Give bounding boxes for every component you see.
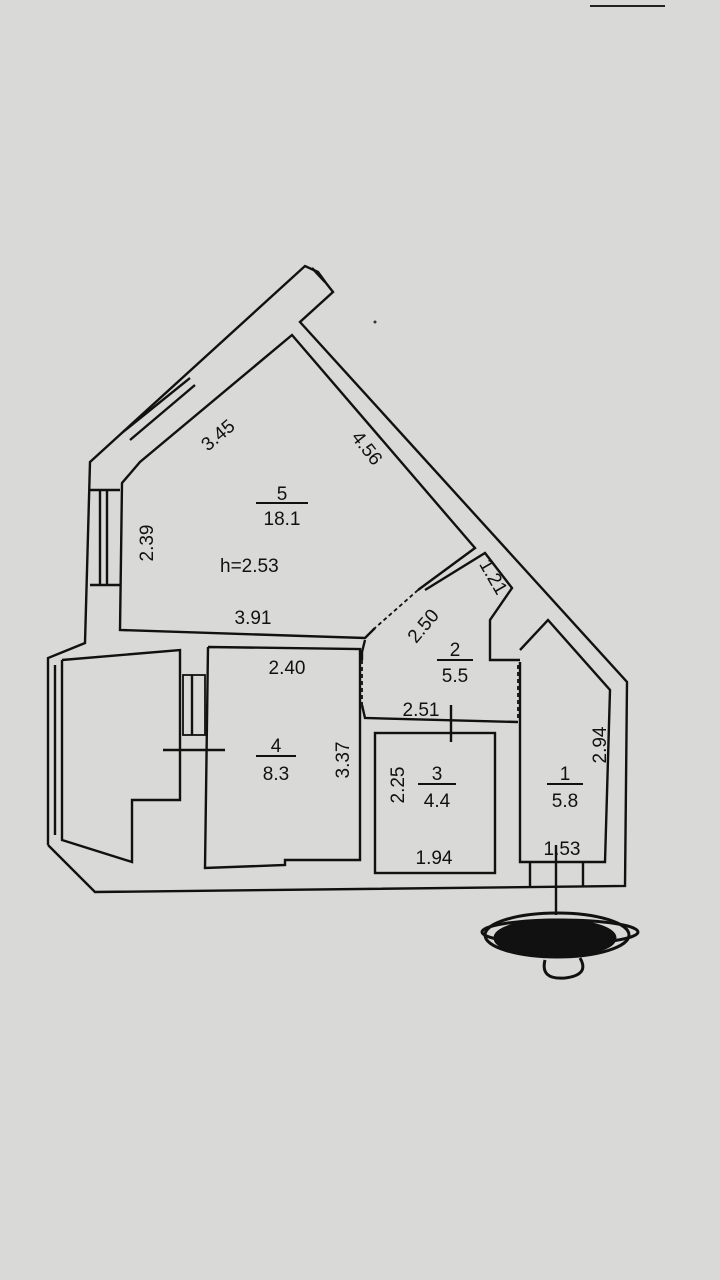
svg-text:5: 5 bbox=[277, 484, 288, 505]
dim-room2-top: 1.21 bbox=[474, 556, 511, 599]
svg-text:4: 4 bbox=[271, 736, 282, 757]
svg-text:2: 2 bbox=[450, 640, 461, 661]
dim-room5-bottom: 3.91 bbox=[235, 608, 272, 629]
svg-text:18.1: 18.1 bbox=[264, 509, 301, 530]
room-5-label: 5 18.1 bbox=[256, 484, 308, 530]
dim-room5-left: 2.39 bbox=[137, 525, 158, 562]
dim-room2-bottom: 2.51 bbox=[403, 700, 440, 721]
room-1-label: 1 5.8 bbox=[547, 764, 583, 812]
svg-text:5.5: 5.5 bbox=[442, 666, 468, 687]
svg-text:8.3: 8.3 bbox=[263, 764, 289, 785]
ceiling-height: h=2.53 bbox=[220, 556, 279, 577]
scribbled-out-mark bbox=[480, 911, 640, 980]
dim-room1-bottom: 1.53 bbox=[544, 839, 581, 860]
dim-room3-bottom: 1.94 bbox=[416, 848, 453, 869]
wall-cap bbox=[311, 267, 326, 283]
outer-wall bbox=[46, 264, 629, 894]
dim-room2-diag: 2.50 bbox=[404, 606, 444, 648]
dim-room5-top: 3.45 bbox=[198, 416, 240, 456]
room-2-outline bbox=[424, 551, 520, 662]
svg-text:5.8: 5.8 bbox=[552, 791, 578, 812]
room-1-outline bbox=[518, 618, 612, 864]
room-4-label: 4 8.3 bbox=[256, 736, 296, 785]
room-3-outline bbox=[373, 731, 497, 875]
balcony-outline bbox=[60, 648, 182, 864]
room-3-label: 3 4.4 bbox=[418, 764, 456, 812]
svg-text:4.4: 4.4 bbox=[424, 791, 451, 812]
svg-text:3: 3 bbox=[432, 764, 443, 785]
room-2-label: 2 5.5 bbox=[437, 640, 473, 687]
room-4-outline bbox=[203, 645, 362, 870]
svg-text:1: 1 bbox=[560, 764, 571, 785]
window bbox=[122, 377, 191, 433]
room-5-outline bbox=[118, 333, 477, 640]
speck bbox=[373, 320, 377, 324]
dim-room4-top: 2.40 bbox=[269, 658, 306, 679]
window bbox=[182, 674, 206, 736]
dim-room1-right: 2.94 bbox=[590, 726, 611, 763]
dim-room4-right: 3.37 bbox=[333, 742, 354, 779]
dim-room3-left: 2.25 bbox=[388, 767, 409, 804]
dim-room5-diag: 4.56 bbox=[347, 428, 386, 470]
